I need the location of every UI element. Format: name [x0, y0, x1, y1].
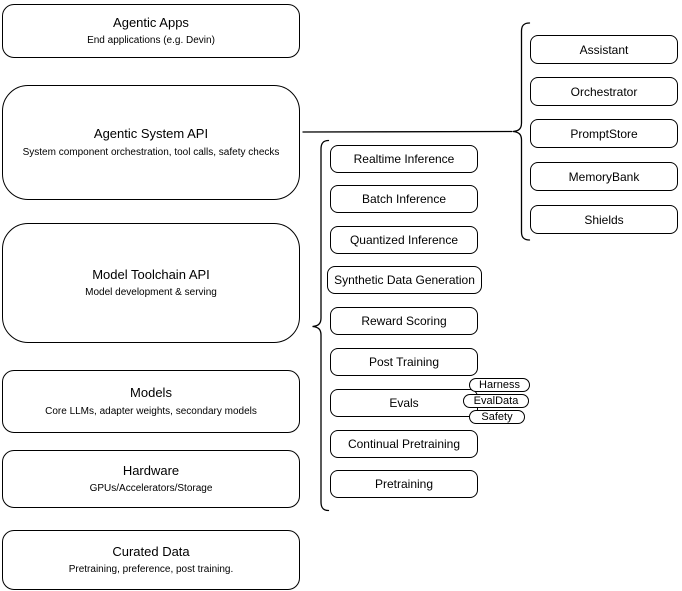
system-component-promptstore: PromptStore [530, 119, 678, 148]
box-curated-data: Curated Data Pretraining, preference, po… [2, 530, 300, 590]
curated-data-title: Curated Data [112, 543, 190, 559]
hardware-title: Hardware [122, 462, 180, 478]
system-component-assistant: Assistant [530, 35, 678, 64]
agentic-apps-title: Agentic Apps [113, 14, 189, 30]
box-models: Models Core LLMs, adapter weights, secon… [2, 370, 300, 433]
evals-tag-evaldata: EvalData [463, 394, 529, 408]
box-agentic-apps: Agentic Apps End applications (e.g. Devi… [2, 4, 300, 58]
box-hardware: Hardware GPUs/Accelerators/Storage [2, 450, 300, 508]
toolchain-item-evals: Evals [330, 389, 478, 417]
toolchain-item-batch-inference: Batch Inference [330, 185, 478, 213]
models-title: Models [130, 385, 172, 401]
model-toolchain-api-subtitle: Model development & serving [85, 287, 217, 299]
toolchain-item-post-training: Post Training [330, 348, 478, 376]
curated-data-subtitle: Pretraining, preference, post training. [68, 564, 234, 576]
toolchain-item-continual-pretraining: Continual Pretraining [330, 430, 478, 458]
toolchain-item-pretraining: Pretraining [330, 470, 478, 498]
evals-tag-safety: Safety [469, 410, 525, 424]
api-to-components-connector-line [302, 130, 513, 133]
system-component-shields: Shields [530, 205, 678, 234]
toolchain-item-realtime-inference: Realtime Inference [330, 145, 478, 173]
toolchain-item-reward-scoring: Reward Scoring [330, 307, 478, 335]
system-component-memorybank: MemoryBank [530, 162, 678, 191]
evals-tag-harness: Harness [469, 378, 530, 392]
agentic-system-api-title: Agentic System API [93, 126, 209, 142]
toolchain-item-synthetic-data-generation: Synthetic Data Generation [327, 266, 482, 294]
hardware-subtitle: GPUs/Accelerators/Storage [89, 483, 213, 495]
toolchain-brace [312, 139, 330, 512]
model-toolchain-api-title: Model Toolchain API [92, 266, 210, 282]
agentic-system-api-subtitle: System component orchestration, tool cal… [22, 146, 280, 158]
models-subtitle: Core LLMs, adapter weights, secondary mo… [45, 405, 257, 417]
box-agentic-system-api: Agentic System API System component orch… [2, 85, 300, 200]
agentic-apps-subtitle: End applications (e.g. Devin) [87, 35, 215, 47]
box-model-toolchain-api: Model Toolchain API Model development & … [2, 223, 300, 343]
components-brace [512, 22, 531, 241]
system-component-orchestrator: Orchestrator [530, 77, 678, 106]
toolchain-item-quantized-inference: Quantized Inference [330, 226, 478, 254]
